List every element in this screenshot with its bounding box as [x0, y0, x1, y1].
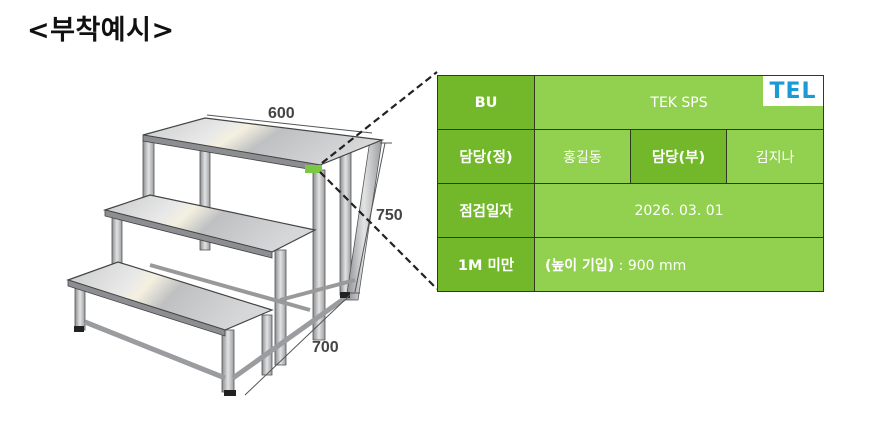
primary-manager-header: 담당(정)	[437, 129, 535, 184]
inspection-date-header: 점검일자	[437, 183, 535, 238]
secondary-manager-value: 김지나	[725, 129, 825, 184]
inspection-date-value: 2026. 03. 01	[533, 183, 825, 238]
primary-manager-value: 홍길동	[534, 129, 631, 184]
bu-header: BU	[437, 75, 535, 130]
dimension-depth: 700	[312, 339, 339, 356]
bu-value: TEK SPS	[650, 94, 708, 111]
height-value: : 900 mm	[614, 257, 687, 274]
table-row: 담당(정) 홍길동 담당(부) 김지나	[437, 129, 825, 184]
table-row: BU TEK SPS TEL	[437, 75, 825, 130]
dimension-height: 750	[376, 207, 403, 224]
inspection-label-table: BU TEK SPS TEL 담당(정) 홍길동 담당(부) 김지나 점검일자 …	[437, 75, 825, 292]
dimension-width: 600	[268, 105, 295, 122]
tel-logo: TEL	[763, 76, 824, 106]
table-row: 1M 미만 (높이 기입) : 900 mm	[437, 237, 825, 292]
height-header: 1M 미만	[437, 237, 535, 292]
height-value-cell: (높이 기입) : 900 mm	[533, 237, 825, 292]
label-tag-marker	[305, 165, 322, 173]
secondary-manager-header: 담당(부)	[630, 129, 727, 184]
tel-logo-text: TEL	[769, 78, 817, 104]
bu-value-cell: TEK SPS TEL	[533, 75, 825, 130]
table-row: 점검일자 2026. 03. 01	[437, 183, 825, 238]
height-note: (높이 기입)	[545, 257, 615, 274]
page-title: <부착예시>	[27, 15, 175, 46]
